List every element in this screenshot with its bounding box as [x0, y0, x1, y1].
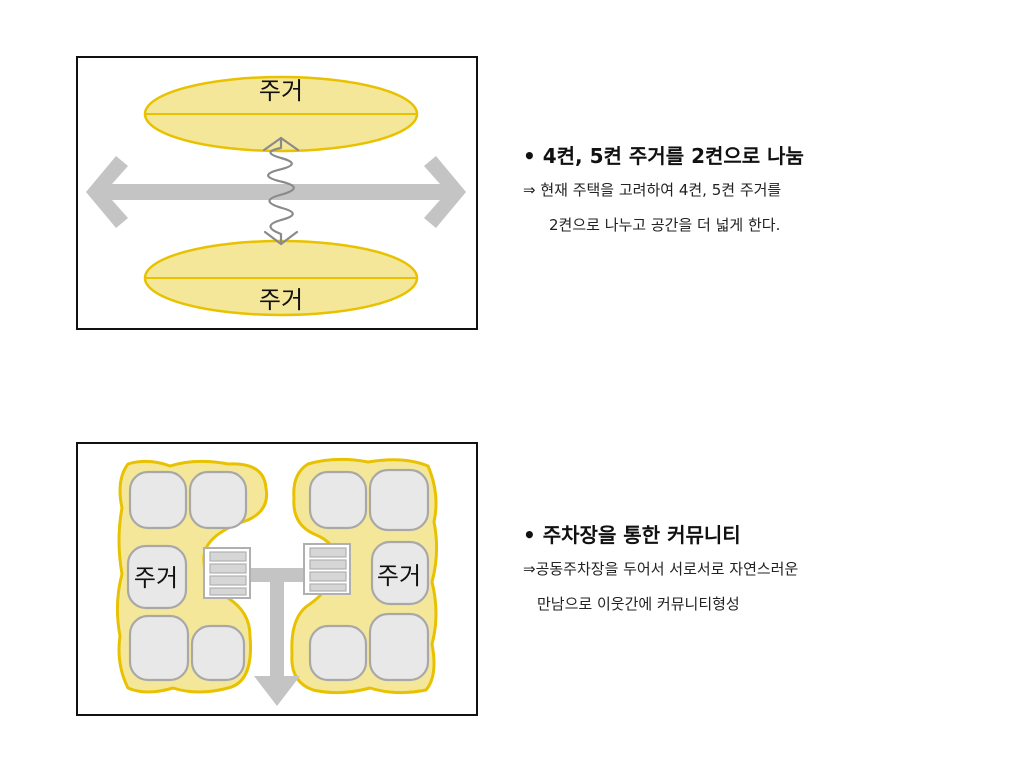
- right-housing-units: [308, 468, 430, 682]
- left-housing-units: [126, 470, 248, 682]
- split-housing-svg: 주거 주거: [86, 75, 466, 317]
- section2-line1: ⇒공동주차장을 두어서 서로서로 자연스러운: [523, 560, 799, 578]
- parking-icon: [203, 547, 251, 599]
- housing-unit: [368, 612, 430, 682]
- top-housing-label: 주거: [259, 77, 303, 105]
- housing-unit: [188, 470, 248, 530]
- left-housing-label: 주거: [134, 564, 178, 592]
- right-housing-label: 주거: [377, 562, 421, 590]
- section2-line2: 만남으로 이웃간에 커뮤니티형성: [537, 595, 740, 613]
- section2-heading: • 주차장을 통한 커뮤니티: [523, 523, 741, 547]
- section1-line1: ⇒ 현재 주택을 고려하여 4켠, 5켠 주거를: [523, 181, 782, 199]
- bottom-housing-label: 주거: [259, 286, 303, 314]
- top-housing-zone: [143, 75, 419, 153]
- housing-unit: [128, 614, 190, 682]
- housing-unit: [368, 468, 430, 532]
- double-arrow-icon: [86, 156, 466, 228]
- section1-line2: 2켠으로 나누고 공간을 더 넓게 한다.: [549, 216, 781, 234]
- split-housing-description: • 4켠, 5켠 주거를 2켠으로 나눔 ⇒ 현재 주택을 고려하여 4켠, 5…: [523, 140, 804, 249]
- housing-unit: [128, 470, 188, 530]
- housing-unit: [190, 624, 246, 682]
- section1-heading: • 4켠, 5켠 주거를 2켠으로 나눔: [523, 144, 804, 168]
- housing-unit: [370, 540, 430, 606]
- housing-unit: [126, 544, 188, 610]
- housing-unit: [308, 470, 368, 530]
- parking-community-description: • 주차장을 통한 커뮤니티 ⇒공동주차장을 두어서 서로서로 자연스러운 만남…: [523, 519, 798, 628]
- split-housing-diagram: 주거 주거: [76, 56, 478, 330]
- parking-community-svg: 주거 주거: [115, 457, 439, 706]
- parking-community-diagram: 주거 주거: [76, 442, 478, 716]
- zigzag-arrow-icon: [262, 136, 300, 246]
- parking-icon: [303, 543, 351, 595]
- housing-unit: [308, 624, 368, 682]
